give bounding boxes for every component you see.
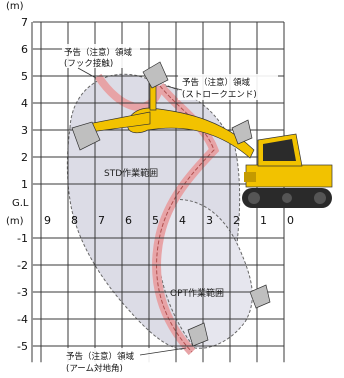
- arm-warning-line1: 予告（注意）領域: [66, 351, 135, 362]
- hook-warning-line1: 予告（注意）領域: [64, 47, 133, 58]
- y-tick-label: -4: [17, 313, 28, 326]
- excavator-bucket-cab-side: [231, 119, 253, 145]
- x-tick-label: 5: [152, 214, 159, 227]
- y-tick-label: 1: [21, 178, 28, 191]
- y-tick-label: 3: [21, 124, 28, 137]
- excavator-bucket-main: [71, 121, 101, 151]
- excavator-upper-body: [244, 164, 333, 188]
- hook-warning-callout: 予告（注意）領域 (フック接触): [62, 44, 140, 79]
- excavator: [71, 61, 333, 347]
- ground-level-label: G.L: [12, 198, 29, 209]
- x-tick-label: 3: [206, 214, 213, 227]
- y-tick-labels: 7 6 5 4 3 2 1 -1 -2 -3 -4 -5: [17, 16, 28, 353]
- hook-contact-warning-band: [94, 73, 164, 111]
- x-tick-label: 7: [98, 214, 105, 227]
- y-tick-label: -2: [17, 259, 28, 272]
- x-tick-labels: 9 8 7 6 5 4 3 2 1 0: [44, 214, 294, 227]
- x-tick-label: 2: [233, 214, 240, 227]
- excavator-boom: [127, 107, 255, 159]
- x-tick-label: 8: [71, 214, 78, 227]
- y-tick-label: 6: [21, 43, 28, 56]
- y-tick-label: 2: [21, 151, 28, 164]
- excavator-bucket-top: [142, 61, 169, 89]
- std-working-range-label: STD作業範囲: [104, 167, 158, 179]
- x-unit-label: (m): [6, 216, 24, 227]
- working-range-areas: [66, 73, 253, 350]
- y-tick-label: -5: [17, 340, 28, 353]
- stroke-warning-callout: 予告（注意）領域 (ストロークエンド): [165, 74, 278, 100]
- y-tick-label: 5: [21, 70, 28, 83]
- stroke-warning-line2: (ストロークエンド): [182, 90, 257, 100]
- y-tick-label: 4: [21, 97, 28, 110]
- opt-working-range-label: OPT作業範囲: [170, 287, 224, 299]
- arm-warning-callout: 予告（注意）領域 (アーム対地角): [62, 347, 187, 374]
- excavator-bucket-deep: [187, 322, 209, 347]
- x-tick-label: 4: [179, 214, 186, 227]
- x-tick-label: 9: [44, 214, 51, 227]
- y-unit-label: (m): [6, 1, 24, 12]
- x-tick-label: 6: [125, 214, 132, 227]
- x-tick-label: 0: [287, 214, 294, 227]
- opt-working-range-area: [157, 198, 253, 349]
- y-tick-label: -3: [17, 286, 28, 299]
- stroke-warning-line1: 予告（注意）領域: [182, 77, 251, 88]
- excavator-bucket-opt: [249, 284, 271, 309]
- x-tick-label: 1: [260, 214, 267, 227]
- y-tick-label: -1: [17, 232, 28, 245]
- arm-warning-line2: (アーム対地角): [66, 363, 123, 374]
- excavator-cab: [257, 133, 303, 167]
- excavator-track: [242, 188, 332, 208]
- hook-warning-line2: (フック接触): [64, 58, 113, 69]
- y-tick-label: 7: [21, 16, 28, 29]
